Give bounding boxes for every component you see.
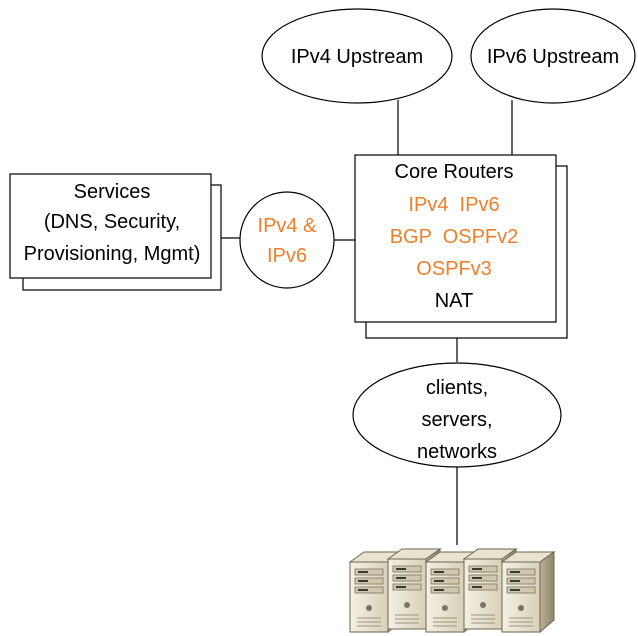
dual-stack-line-1: IPv4 & xyxy=(258,215,318,237)
core-nat-label: NAT xyxy=(435,290,474,312)
core-protocols-line-3: OSPFv3 xyxy=(416,258,492,280)
clients-line-1: clients, xyxy=(426,377,488,399)
core-routers-node: Core Routers IPv4 IPv6 BGP OSPFv2 OSPFv3… xyxy=(354,154,568,339)
dual-stack-line-2: IPv6 xyxy=(267,245,307,267)
core-protocols-line-1: IPv4 IPv6 xyxy=(408,194,499,216)
core-protocols-line-2: BGP OSPFv2 xyxy=(390,226,519,248)
ipv4-upstream-node: IPv4 Upstream xyxy=(261,8,453,104)
clients-line-3: networks xyxy=(417,441,497,463)
core-routers-title: Core Routers xyxy=(395,161,514,183)
dual-stack-node: IPv4 & IPv6 xyxy=(239,191,335,289)
services-node: Services (DNS, Security, Provisioning, M… xyxy=(9,173,222,291)
ipv6-upstream-node: IPv6 Upstream xyxy=(470,8,636,104)
ipv6-upstream-label: IPv6 Upstream xyxy=(487,46,619,68)
services-detail-1: (DNS, Security, xyxy=(44,211,180,233)
clients-node: clients, servers, networks xyxy=(352,362,562,468)
clients-line-2: servers, xyxy=(421,409,492,431)
ipv4-upstream-label: IPv4 Upstream xyxy=(291,46,423,68)
services-title: Services xyxy=(74,181,151,203)
server-farm xyxy=(348,548,556,634)
services-detail-2: Provisioning, Mgmt) xyxy=(24,243,201,265)
server-rack-icon xyxy=(500,551,556,634)
